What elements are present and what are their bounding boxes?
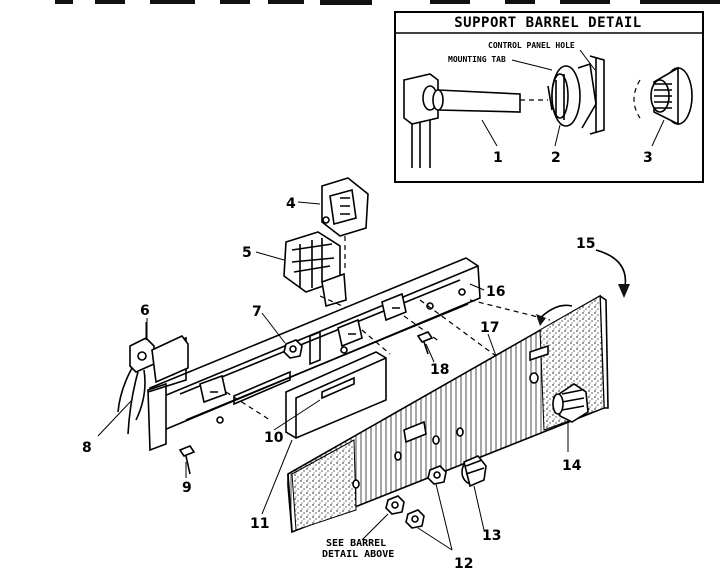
screw-part-9 (178, 445, 196, 475)
detail-leader-3 (651, 119, 665, 147)
callout-18: 18 (430, 362, 449, 378)
detail-leader-1 (481, 119, 498, 147)
callout-11: 11 (250, 516, 269, 532)
control-panel-part-17 (287, 294, 609, 534)
callout-7: 7 (252, 304, 262, 320)
detail-title: SUPPORT BARREL DETAIL (454, 15, 642, 31)
nuts-part-12 (385, 465, 447, 529)
knob-part-3 (650, 66, 693, 126)
support-barrel-detail: SUPPORT BARREL DETAIL CONTROL PANEL HOLE… (394, 11, 704, 183)
callout-13: 13 (482, 528, 501, 544)
callout-14: 14 (562, 458, 582, 474)
callout-12: 12 (454, 556, 473, 572)
callout-8: 8 (82, 440, 92, 456)
callout-17: 17 (480, 320, 499, 336)
see-barrel-note-line2: DETAIL ABOVE (322, 549, 394, 560)
display-lens-part-10 (285, 351, 387, 439)
panel-hole-circle (633, 79, 641, 119)
control-board-part-4 (321, 177, 369, 270)
callout-1: 1 (493, 150, 503, 166)
switch-part-5 (283, 231, 379, 323)
control-panel-hole-label: CONTROL PANEL HOLE (488, 41, 575, 50)
control-panel-hole-leader (579, 49, 596, 71)
mounting-bracket (403, 73, 439, 168)
panel-left-speckle (291, 439, 357, 531)
knob-part-13 (461, 455, 487, 488)
panel-edge-arrowhead (536, 314, 546, 326)
callout-15: 15 (576, 236, 595, 252)
callout-4: 4 (286, 196, 296, 212)
callout-16: 16 (486, 284, 505, 300)
leader-lines (97, 201, 569, 551)
mounting-tab-label: MOUNTING TAB (448, 55, 506, 64)
support-barrel (432, 89, 548, 113)
screw-part-18 (416, 331, 434, 355)
control-panel-section (589, 55, 605, 135)
mounting-tab-leader (511, 59, 553, 71)
detail-leader-2 (554, 124, 561, 147)
callout-6: 6 (140, 303, 150, 319)
mounting-rail-part-16 (147, 257, 481, 452)
callout-5: 5 (242, 245, 252, 261)
top-edge-residue (55, 0, 720, 5)
callout-3: 3 (643, 150, 653, 166)
mounting-tab-part (547, 62, 597, 129)
see-barrel-note-line1: SEE BARREL (326, 538, 386, 549)
alignment-dashes (225, 299, 551, 421)
screw-part-7 (283, 339, 303, 359)
callout-10: 10 (264, 430, 284, 446)
callout-9: 9 (182, 480, 192, 496)
terminal-block-part-6 (117, 322, 189, 435)
knob-part-14 (552, 383, 589, 423)
callout-2: 2 (551, 150, 561, 166)
callout-15-arrowhead (618, 284, 630, 298)
